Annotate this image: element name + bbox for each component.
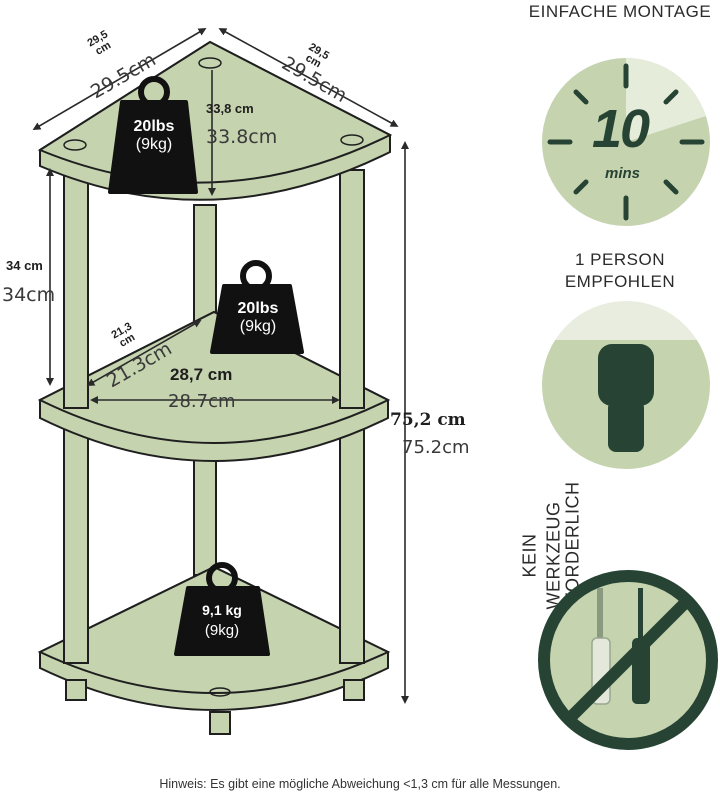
- load-label-line1: 9,1 kg: [202, 602, 242, 618]
- front-post-right-upper: [339, 169, 365, 409]
- weight-icon: [210, 260, 304, 354]
- measurement-footnote: Hinweis: Es gibt eine mögliche Abweichun…: [159, 777, 561, 791]
- dim-mid-side: [86, 320, 202, 386]
- load-label-line1: 20lbs: [133, 118, 175, 135]
- front-post-right-lower: [339, 424, 365, 664]
- dim-label-height-metric: 75,2 cm: [390, 410, 466, 430]
- weight-icon: [108, 76, 198, 194]
- dimension-lines: [32, 27, 409, 704]
- prohibition-slash: [563, 593, 695, 725]
- front-post-left-upper: [63, 169, 89, 409]
- dim-label-top-depth: 33.8cm: [206, 126, 278, 148]
- weight-icon: [174, 562, 270, 656]
- foot-center: [209, 711, 231, 735]
- load-label-middle: 20lbs (9kg): [217, 300, 299, 337]
- assembly-minutes: 10: [592, 99, 650, 159]
- person-label-line2: EMPFOHLEN: [564, 272, 676, 291]
- rear-post-lower: [193, 459, 217, 576]
- dim-label-height: 75.2cm: [402, 437, 470, 458]
- dim-top-left: [32, 27, 207, 131]
- load-label-top: 20lbs (9kg): [114, 118, 194, 155]
- clock-ticks: [547, 63, 705, 221]
- dim-top-right: [218, 28, 399, 127]
- middle-shelf: [37, 310, 391, 462]
- dim-label-gap: 34cm: [2, 284, 56, 306]
- load-label-line2: (9kg): [204, 622, 240, 640]
- load-label-line2: (9kg): [135, 136, 173, 154]
- person-icon: [598, 344, 654, 452]
- clock-badge: [542, 57, 710, 226]
- foot-left: [65, 679, 87, 701]
- rear-post-upper: [193, 204, 217, 326]
- foot-right: [343, 679, 365, 701]
- dim-label-mid-width: 28.7cm: [168, 391, 236, 412]
- person-badge: [536, 300, 716, 469]
- dim-label-top-depth-metric: 33,8 cm: [206, 101, 254, 116]
- no-tools-badge: [538, 570, 718, 750]
- person-label-line1: 1 PERSON: [575, 250, 665, 269]
- load-label-line2: (9kg): [239, 318, 277, 336]
- load-label-bottom: 9,1 kg (9kg): [181, 602, 263, 639]
- load-label-line1: 20lbs: [237, 300, 279, 317]
- assembly-title: EINFACHE MONTAGE: [528, 2, 712, 21]
- dim-label-gap-metric: 34 cm: [6, 258, 43, 273]
- assembly-unit: mins: [605, 165, 641, 182]
- front-post-left-lower: [63, 424, 89, 664]
- top-shelf: [37, 40, 393, 201]
- dim-label-mid-width-metric: 28,7 cm: [170, 365, 233, 384]
